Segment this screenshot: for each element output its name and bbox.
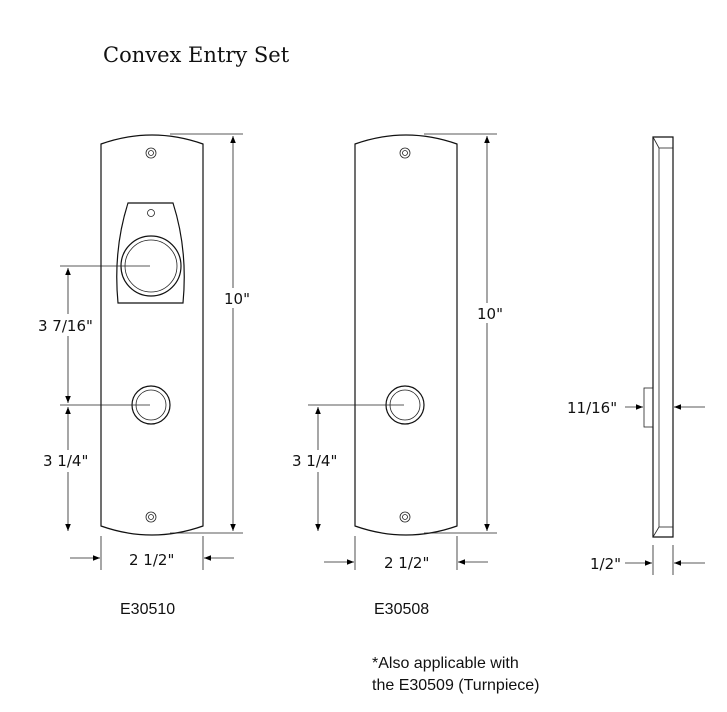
- note-line-1: *Also applicable with: [372, 655, 519, 672]
- page-title: Convex Entry Set: [103, 43, 290, 67]
- note-line-2: the E30509 (Turnpiece): [372, 677, 540, 694]
- cylinder-projection: [643, 387, 654, 428]
- cylinder-to-bottom-dimension: 3 1/4": [292, 452, 337, 470]
- plate-e30510: 10" 3 7/16" 3 1/4" 2 1/2" E30510: [36, 133, 250, 618]
- knob-to-cylinder-dimension: 3 7/16": [38, 317, 93, 335]
- screw-icon: [399, 147, 411, 159]
- projection-dimension: 11/16": [567, 399, 617, 417]
- height-dimension: 10": [477, 305, 503, 323]
- side-view: 11/16" 1/2": [567, 136, 705, 575]
- escutcheon: [116, 202, 185, 304]
- thickness-dimension: 1/2": [590, 555, 621, 573]
- plate-outline: [354, 134, 458, 536]
- screw-icon: [399, 511, 411, 523]
- plate-e30508: 10" 3 1/4" 2 1/2" E30508: [290, 133, 503, 618]
- model-label: E30508: [374, 601, 429, 618]
- cylinder-to-bottom-dimension: 3 1/4": [43, 452, 88, 470]
- plate-outline: [100, 134, 204, 536]
- screw-icon: [147, 209, 155, 217]
- width-dimension: 2 1/2": [384, 554, 429, 572]
- screw-icon: [145, 511, 157, 523]
- screw-icon: [145, 147, 157, 159]
- model-label: E30510: [120, 601, 175, 618]
- height-dimension: 10": [224, 290, 250, 308]
- width-dimension: 2 1/2": [129, 551, 174, 569]
